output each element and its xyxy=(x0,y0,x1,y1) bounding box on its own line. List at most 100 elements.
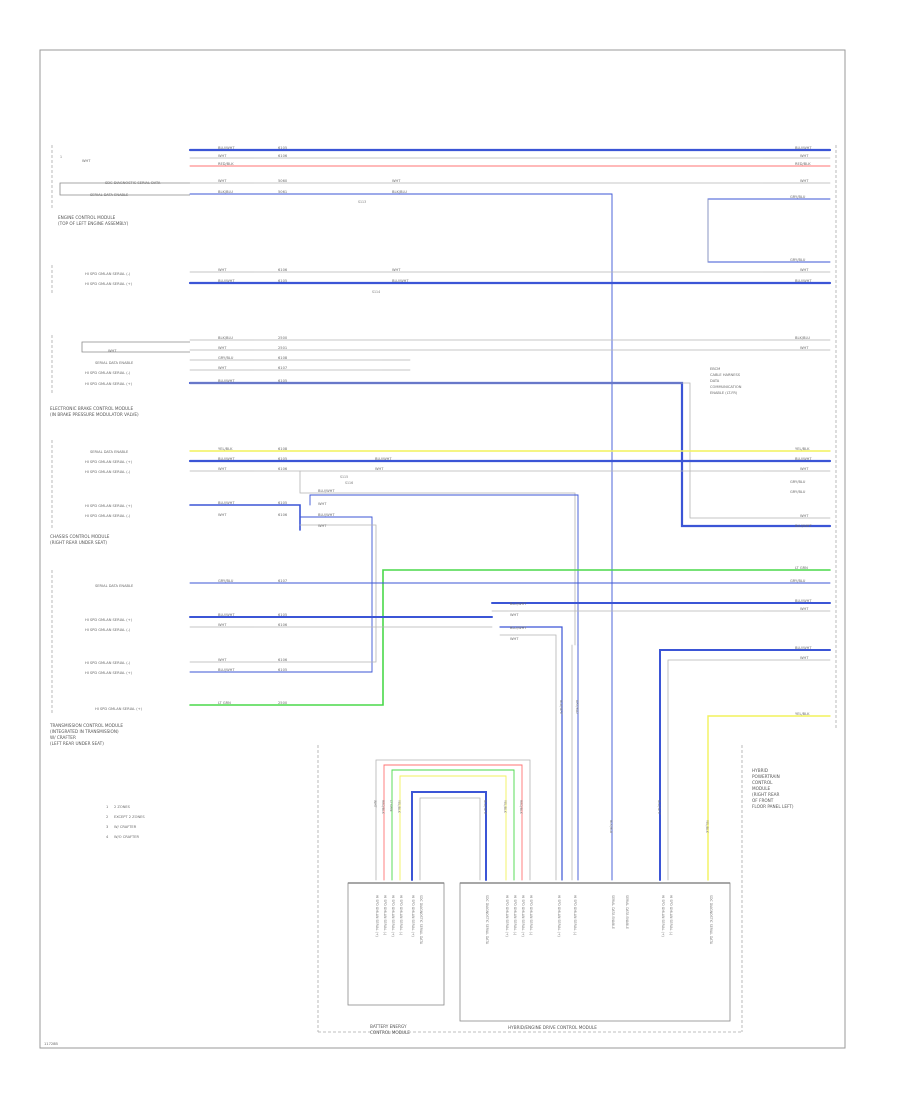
splice-2: S114 xyxy=(372,290,380,294)
legend-text-2: EXCEPT 2 ZONES xyxy=(114,815,145,819)
circuit-2: 6106 xyxy=(278,154,288,158)
tcm-signal-6: HI SPD GMLAN SERIAL (+) xyxy=(95,707,143,711)
splice-1: S113 xyxy=(358,200,366,204)
circuit-22: 2500 xyxy=(278,701,288,705)
lbl-ebcm2-d: WHT xyxy=(218,366,227,370)
hm-pin-8: SERIAL DATA ENABLE xyxy=(611,895,615,929)
hybrid-module-title: HYBRID/ENGINE DRIVE CONTROL MODULE xyxy=(508,1025,597,1030)
hp-note-7: FLOOR PANEL LEFT) xyxy=(752,804,794,809)
wire-right-yellow-down xyxy=(707,715,831,881)
wire-bat-gray-2 xyxy=(419,797,481,881)
legend-num-1: 1 xyxy=(106,805,108,809)
hm-pin-10: HI SPD GMLAN SERIAL (+) xyxy=(661,895,665,937)
lbl-ebcm2-a: BLK/BLU xyxy=(218,336,233,340)
v-lbl-5: BLU/WHT xyxy=(483,800,487,815)
lbl-tcm-wht3: WHT xyxy=(218,658,227,662)
wire-right-enable xyxy=(707,198,831,263)
eb-note-3: DATA xyxy=(710,379,720,383)
wire-bat-green xyxy=(391,769,515,881)
circuit-17: 6107 xyxy=(278,579,287,583)
v-lbl-12: YEL/BLK xyxy=(705,820,709,834)
lbl-chassis-blu-r: BLU/WHT xyxy=(375,457,392,461)
r-lbl-20: BLU/WHT xyxy=(795,599,812,603)
circuit-11: 6105 xyxy=(278,379,287,383)
wire-right-blue-down xyxy=(659,649,831,881)
lbl-chassis-wht: WHT xyxy=(218,467,227,471)
lbl-tcm-split-2: WHT xyxy=(510,613,519,617)
battery-energy-module-box xyxy=(347,882,445,1006)
lbl-chassis-blu2: BLU/WHT xyxy=(218,501,235,505)
bm-pin-1: HI SPD GMLAN SERIAL (+) xyxy=(375,895,379,937)
r-lbl-17: BLU/WHT xyxy=(795,524,812,528)
tcm-title-4: (LEFT REAR UNDER SEAT) xyxy=(50,741,104,746)
tcm-title-1: TRANSMISSION CONTROL MODULE xyxy=(49,723,123,728)
lbl-chassis-wht2: WHT xyxy=(218,513,227,517)
tcm-signal-4: HI SPD GMLAN SERIAL (-) xyxy=(85,661,131,665)
tcm-signal-3: HI SPD GMLAN SERIAL (-) xyxy=(85,628,131,632)
lbl-chassis-yel: YEL/BLK xyxy=(218,447,233,451)
chassis-signal-1: SERIAL DATA ENABLE xyxy=(90,450,129,454)
ecm-wire-name: WHT xyxy=(82,159,91,163)
lbl-chassis-splice-3: BLU/WHT xyxy=(318,513,335,517)
ecm-pin-a: 1 xyxy=(60,155,62,159)
circuit-1: 6105 xyxy=(278,146,287,150)
chassis-title-2: (RIGHT REAR UNDER SEAT) xyxy=(50,540,107,545)
tcm-title-2: (INTEGRATED IN TRANSMISSION) xyxy=(50,729,119,734)
hp-note-4: MODULE xyxy=(752,786,771,791)
r-lbl-18: LT GRN xyxy=(795,566,808,570)
r-lbl-15: GRY/BLU xyxy=(790,490,806,494)
chassis-signal-5: HI SPD GMLAN SERIAL (-) xyxy=(85,514,131,518)
lbl-tcm-blu3: BLU/WHT xyxy=(218,668,235,672)
lbl-chassis-splice-2: WHT xyxy=(318,502,327,506)
hm-pin-4: HI SPD GMLAN SERIAL (+) xyxy=(521,895,525,937)
lbl-ebcm-gray-r: WHT xyxy=(392,268,401,272)
lbl-tcm-blu2: BLU/WHT xyxy=(218,613,235,617)
circuit-13: 6105 xyxy=(278,457,287,461)
v-lbl-2: RED/BLK xyxy=(381,800,385,815)
left-labels: 1 WHT SDC DIAGNOSTIC SERIAL DATA SERIAL … xyxy=(49,155,161,746)
r-lbl-1: BLU/WHT xyxy=(795,146,812,150)
circuit-5: 6106 xyxy=(278,268,288,272)
circuit-8: 2501 xyxy=(278,346,287,350)
legend-text-1: 2 ZONES xyxy=(114,805,131,809)
hp-note-1: HYBRID xyxy=(752,768,768,773)
legend-text-4: W/O CRAFTER xyxy=(114,835,140,839)
r-lbl-23: WHT xyxy=(800,656,809,660)
battery-module-title-2: CONTROL MODULE xyxy=(370,1030,410,1035)
circuit-3: 5060 xyxy=(278,179,288,183)
ebcm-signal-4: HI SPD GMLAN SERIAL (-) xyxy=(85,371,131,375)
hybrid-powertrain-note: HYBRID POWERTRAIN CONTROL MODULE (RIGHT … xyxy=(752,768,794,809)
bm-pin-3: HI SPD GMLAN SERIAL (+) xyxy=(391,895,395,937)
lbl-ebcm-gray: WHT xyxy=(218,268,227,272)
lbl-ebcm-blue-r: BLU/WHT xyxy=(392,279,409,283)
hm-pin-1: SDC DIAGNOSTIC SERIAL DATA xyxy=(485,895,489,945)
hm-pin-5: HI SPD GMLAN SERIAL (-) xyxy=(529,895,533,935)
lbl-tcm-split-1: BLU/WHT xyxy=(510,602,527,606)
r-lbl-24: YEL/BLK xyxy=(795,712,810,716)
wire-bat-gray-1 xyxy=(375,759,531,881)
circuit-18: 6105 xyxy=(278,613,287,617)
circuit-12: 6108 xyxy=(278,447,288,451)
v-lbl-6: YEL/BLK xyxy=(503,800,507,814)
lbl-ecm-gray-r: WHT xyxy=(392,179,401,183)
legend: 1 2 ZONES 2 EXCEPT 2 ZONES 3 W/ CRAFTER … xyxy=(106,805,145,839)
wire-bat-blue xyxy=(411,791,487,881)
r-lbl-12: BLU/WHT xyxy=(795,457,812,461)
r-lbl-4: WHT xyxy=(800,179,809,183)
lbl-chassis-splice-4: WHT xyxy=(318,524,327,528)
legend-text-3: W/ CRAFTER xyxy=(114,825,137,829)
lbl-chassis-blu: BLU/WHT xyxy=(218,457,235,461)
r-lbl-19: GRY/BLU xyxy=(790,579,806,583)
ebcm-wire-label: WHT xyxy=(108,349,117,353)
ecm-inline-bracket xyxy=(59,182,190,196)
r-lbl-10: WHT xyxy=(800,346,809,350)
eb-note-1: EBCM xyxy=(710,367,720,371)
circuit-15: 6105 xyxy=(278,501,287,505)
chassis-signal-3: HI SPD GMLAN SERIAL (-) xyxy=(85,470,131,474)
hm-pin-9: SERIAL DATA ENABLE xyxy=(625,895,629,929)
r-lbl-6: GRY/BLU xyxy=(790,258,806,262)
wire-chassis-blue-loop2 xyxy=(189,504,301,531)
hm-pin-11: HI SPD GMLAN SERIAL (-) xyxy=(669,895,673,935)
ecm-signal-label: SDC DIAGNOSTIC SERIAL DATA xyxy=(105,181,161,185)
wire-tcm-green xyxy=(189,569,831,706)
